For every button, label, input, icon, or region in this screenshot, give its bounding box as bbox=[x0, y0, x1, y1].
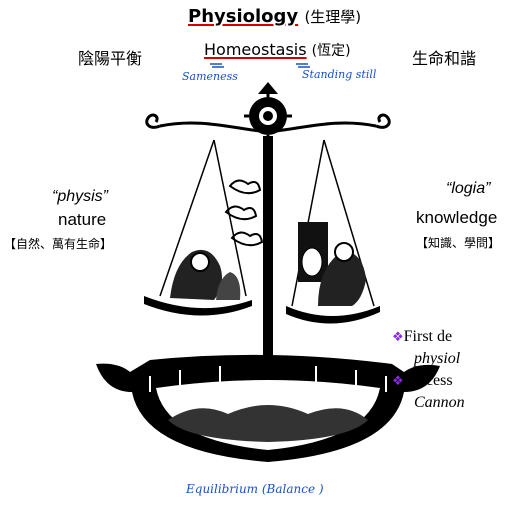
left-pan bbox=[144, 250, 252, 316]
equilibrium-annotation: Equilibrium (Balance ) bbox=[186, 482, 324, 496]
note-line-4: Cannon bbox=[414, 394, 465, 412]
page-title: Physiology (生理學) bbox=[188, 6, 361, 27]
hand-marks bbox=[210, 64, 310, 67]
cloud-column bbox=[226, 180, 262, 245]
nature-cjk: 【自然、萬有生命】 bbox=[4, 235, 112, 252]
note-text-3: Process bbox=[404, 372, 453, 389]
boat-base bbox=[96, 355, 440, 462]
logia-term: “logia” bbox=[446, 180, 490, 198]
knowledge-label: knowledge bbox=[416, 208, 497, 228]
life-harmony-label: 生命和諧 bbox=[412, 45, 476, 69]
homeostasis-label: Homeostasis (恆定) bbox=[204, 40, 351, 60]
sameness-annotation: Sameness bbox=[182, 70, 238, 83]
homeostasis-cjk: (恆定) bbox=[312, 43, 351, 59]
note-line-3: ❖Process bbox=[392, 372, 453, 390]
physis-term: “physis” bbox=[52, 188, 108, 206]
standing-still-annotation: Standing still bbox=[302, 68, 376, 81]
knowledge-cjk: 【知識、學問】 bbox=[416, 234, 500, 251]
title-word: Physiology bbox=[188, 6, 298, 27]
diamond-bullet-icon: ❖ bbox=[392, 373, 404, 388]
diamond-bullet-icon: ❖ bbox=[392, 329, 404, 344]
right-pan bbox=[286, 222, 380, 324]
homeostasis-word: Homeostasis bbox=[204, 40, 307, 59]
nature-label: nature bbox=[58, 210, 106, 230]
scale-pillar bbox=[263, 136, 273, 386]
note-line-1: ❖First de bbox=[392, 328, 452, 346]
yin-yang-balance-label: 陰陽平衡 bbox=[78, 45, 142, 69]
note-line-2: physiol bbox=[414, 350, 460, 368]
note-text-1: First de bbox=[404, 328, 452, 345]
title-cjk: (生理學) bbox=[304, 8, 361, 26]
